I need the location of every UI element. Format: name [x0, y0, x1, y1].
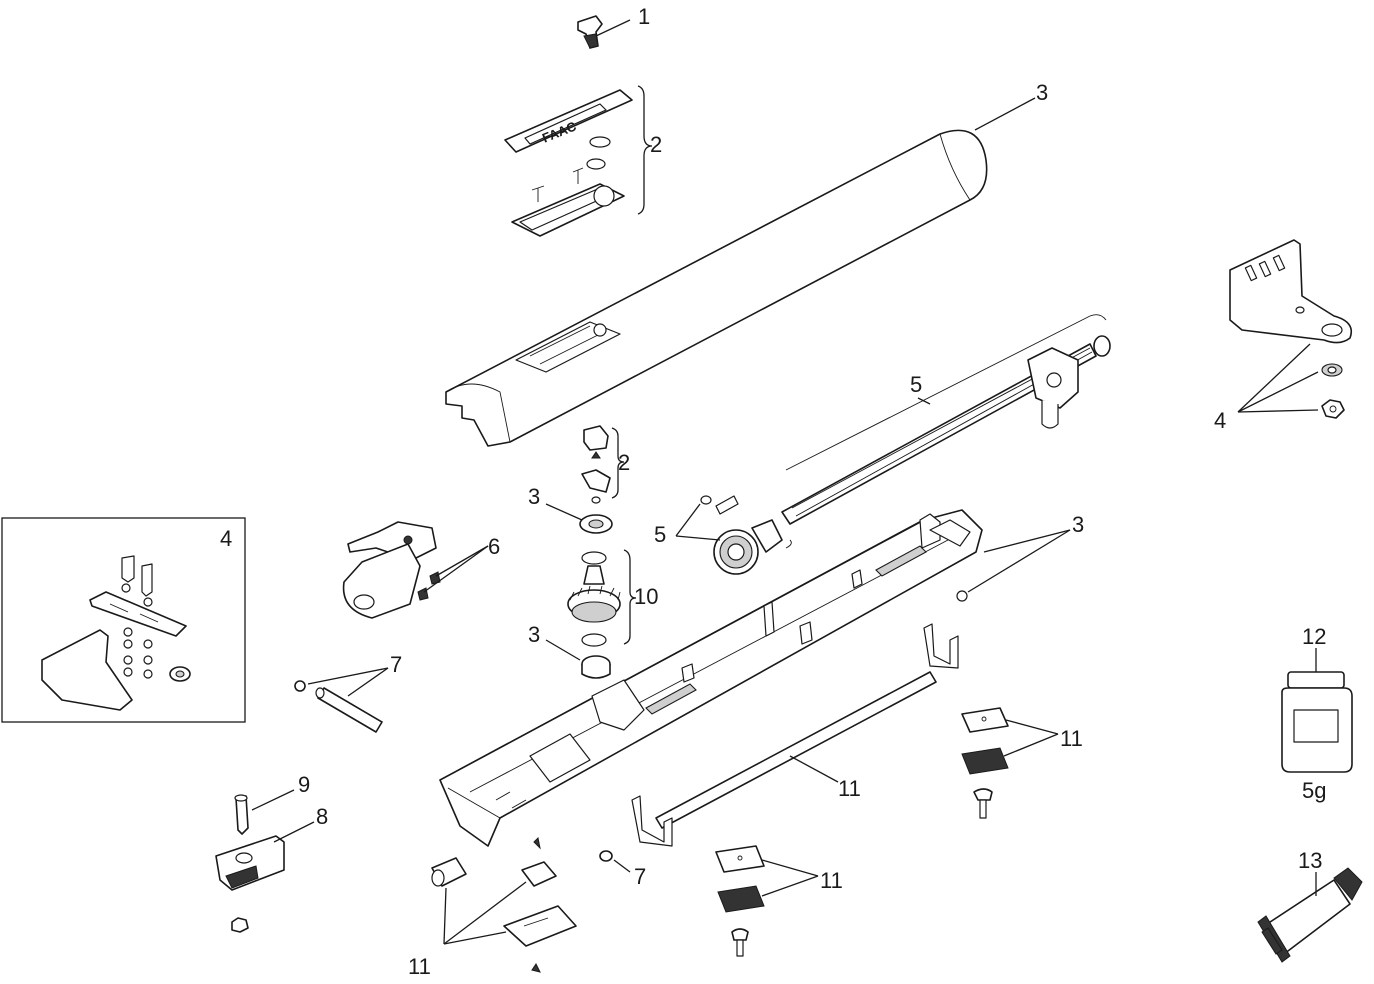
label-10: 10: [634, 584, 658, 609]
label-2-top: 2: [650, 132, 662, 157]
part-12-grease-jar: [1281, 648, 1353, 773]
part-4-rear-bracket: [1229, 239, 1353, 419]
part-7-release-pin: [294, 667, 389, 733]
label-12: 12: [1302, 624, 1326, 649]
part-1-release-key: [577, 15, 631, 49]
label-11-rail: 11: [838, 776, 861, 801]
label-8: 8: [316, 804, 328, 829]
part-13-grease-tube: [1257, 867, 1363, 963]
part-5-worm-screw: [781, 314, 1111, 525]
label-6: 6: [488, 534, 500, 559]
part-3-lower-bearing: [545, 639, 611, 679]
label-3-upper-bearing: 3: [528, 484, 540, 509]
label-4-right: 4: [1214, 408, 1226, 433]
part-11-long-rail: [631, 623, 959, 847]
label-2-middle: 2: [618, 450, 630, 475]
label-11-clamp-middle: 11: [820, 868, 843, 893]
label-3-lower-bearing: 3: [528, 622, 540, 647]
part-3-main-cover: [445, 97, 1036, 447]
label-11-end-cap: 11: [408, 954, 431, 979]
part-8-front-bracket: [215, 821, 315, 933]
part-5-gear-and-pin: [675, 495, 792, 575]
label-3-cover: 3: [1036, 80, 1048, 105]
part-9-front-pin: [234, 789, 295, 835]
label-7-pin: 7: [390, 652, 402, 677]
label-5-gear: 5: [654, 522, 666, 547]
part-4-bracket-kit-box: [1, 517, 246, 723]
part-11-clamp-right: [961, 707, 1059, 819]
part-11-clamp-middle: [715, 845, 819, 957]
label-9: 9: [298, 772, 310, 797]
part-11-end-cap-kit: [431, 836, 577, 973]
label-13: 13: [1298, 848, 1322, 873]
part-6-motor: [342, 521, 489, 619]
label-7-oring: 7: [634, 864, 646, 889]
label-4-box: 4: [220, 526, 232, 551]
part-2-cover-plate-group: FAAC: [504, 85, 653, 237]
label-1: 1: [638, 4, 650, 29]
grease-weight: 5g: [1302, 778, 1326, 803]
label-3-housing: 3: [1072, 512, 1084, 537]
part-10-drive-gear: [567, 549, 637, 647]
part-2-release-cam: [581, 425, 625, 504]
part-3-base-housing: [439, 509, 1071, 847]
label-11-clamp-right: 11: [1060, 726, 1083, 751]
part-7-o-ring: [599, 850, 631, 873]
label-5-screw: 5: [910, 372, 922, 397]
part-3-upper-bearing: [545, 503, 613, 534]
